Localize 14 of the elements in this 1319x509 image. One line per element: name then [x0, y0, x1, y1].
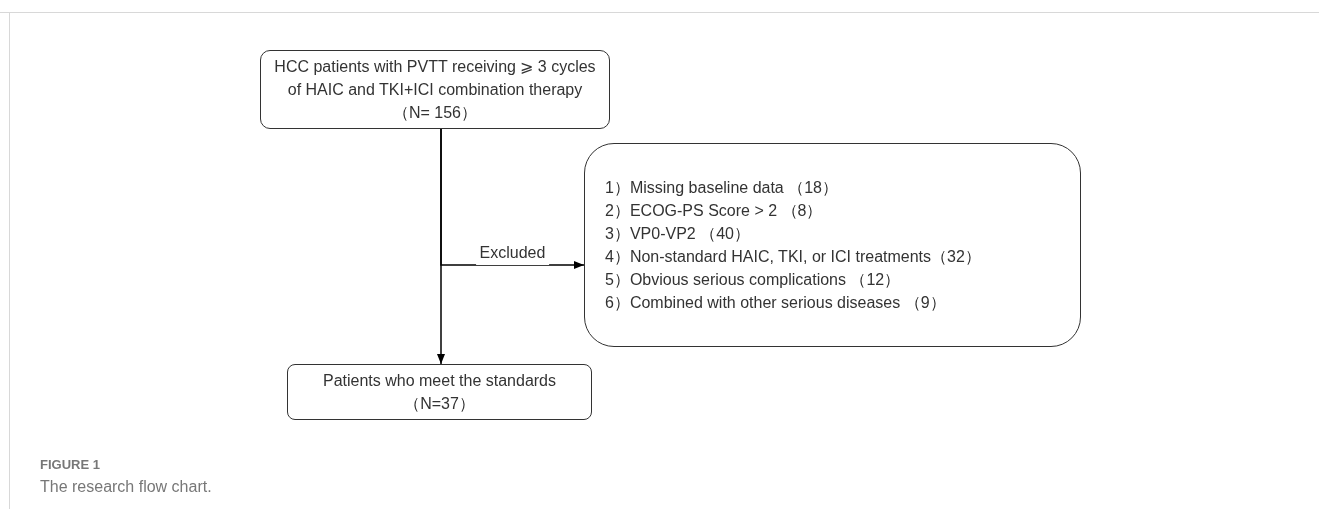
exclusion-criterion: 4）Non-standard HAIC, TKI, or ICI treatments（32） [605, 247, 981, 267]
exclusion-criterion: 6）Combined with other serious diseases （9） [605, 293, 946, 313]
exclusion-criterion: 5）Obvious serious complications （12） [605, 270, 901, 290]
exclusion-criterion: 1）Missing baseline data （18） [605, 178, 838, 198]
caption: The research flow chart. [40, 476, 212, 497]
arrow [440, 128, 585, 270]
box-text: Patients who meet the standards （N=37） [322, 371, 557, 414]
exclusion-criterion: 2）ECOG-PS Score > 2 （8） [605, 201, 823, 221]
figure-label: FIGURE 1 [40, 456, 101, 474]
exclusion-criterion: 3）VP0-VP2 （40） [605, 224, 750, 244]
process-box [287, 364, 592, 420]
box-text: HCC patients with PVTT receiving ⩾ 3 cycles of HAIC and TKI+ICI combination therapy （N= 156） [273, 57, 597, 123]
process-box [260, 50, 610, 129]
exclusion-box [584, 143, 1081, 347]
